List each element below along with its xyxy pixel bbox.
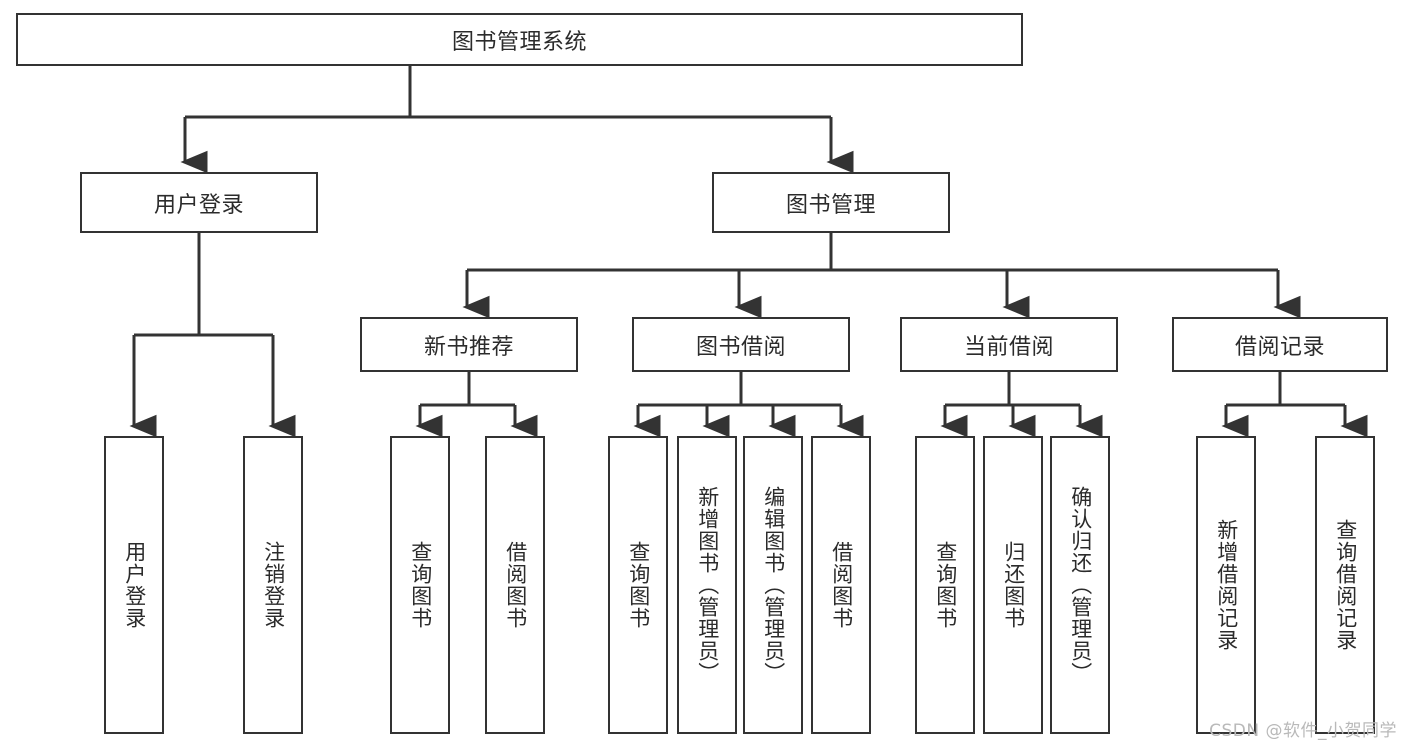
leaf-user-login[interactable]: 用户登录: [104, 436, 164, 734]
leaf-add-book[interactable]: 新增图书（管理员）: [677, 436, 737, 734]
watermark: CSDN @软件_小贺同学: [1209, 721, 1397, 741]
leaf-query-book-borrow-label: 查询图书: [626, 541, 651, 629]
node-new-book-recommend[interactable]: 新书推荐: [360, 317, 578, 372]
leaf-query-book-recommend-label: 查询图书: [408, 541, 433, 629]
leaf-borrow-book-label: 借阅图书: [829, 541, 854, 629]
leaf-return-book[interactable]: 归还图书: [983, 436, 1043, 734]
leaf-query-book-borrow[interactable]: 查询图书: [608, 436, 668, 734]
leaf-confirm-return-label: 确认归还（管理员）: [1068, 486, 1093, 684]
node-root-label: 图书管理系统: [451, 29, 587, 55]
node-book-borrow[interactable]: 图书借阅: [632, 317, 850, 372]
leaf-add-book-label: 新增图书（管理员）: [695, 486, 720, 684]
leaf-logout[interactable]: 注销登录: [243, 436, 303, 734]
leaf-borrow-book[interactable]: 借阅图书: [811, 436, 871, 734]
node-book-manage-label: 图书管理: [785, 192, 876, 218]
node-book-borrow-label: 图书借阅: [695, 334, 786, 360]
leaf-user-login-label: 用户登录: [122, 541, 147, 629]
node-root[interactable]: 图书管理系统: [16, 13, 1023, 66]
node-current-borrow-label: 当前借阅: [963, 334, 1054, 360]
node-user-login[interactable]: 用户登录: [80, 172, 318, 233]
node-borrow-record-label: 借阅记录: [1234, 334, 1325, 360]
leaf-borrow-book-recommend[interactable]: 借阅图书: [485, 436, 545, 734]
leaf-query-borrow-record[interactable]: 查询借阅记录: [1315, 436, 1375, 734]
node-book-manage[interactable]: 图书管理: [712, 172, 950, 233]
leaf-return-book-label: 归还图书: [1001, 541, 1026, 629]
leaf-edit-book-label: 编辑图书（管理员）: [761, 486, 786, 684]
leaf-query-book-recommend[interactable]: 查询图书: [390, 436, 450, 734]
leaf-query-book-current-label: 查询图书: [933, 541, 958, 629]
leaf-add-borrow-record-label: 新增借阅记录: [1214, 519, 1239, 651]
leaf-confirm-return[interactable]: 确认归还（管理员）: [1050, 436, 1110, 734]
leaf-edit-book[interactable]: 编辑图书（管理员）: [743, 436, 803, 734]
node-borrow-record[interactable]: 借阅记录: [1172, 317, 1388, 372]
node-new-book-recommend-label: 新书推荐: [423, 334, 514, 360]
leaf-logout-label: 注销登录: [261, 541, 286, 629]
leaf-add-borrow-record[interactable]: 新增借阅记录: [1196, 436, 1256, 734]
leaf-query-borrow-record-label: 查询借阅记录: [1333, 519, 1358, 651]
node-user-login-label: 用户登录: [153, 192, 244, 218]
leaf-query-book-current[interactable]: 查询图书: [915, 436, 975, 734]
node-current-borrow[interactable]: 当前借阅: [900, 317, 1118, 372]
leaf-borrow-book-recommend-label: 借阅图书: [503, 541, 528, 629]
